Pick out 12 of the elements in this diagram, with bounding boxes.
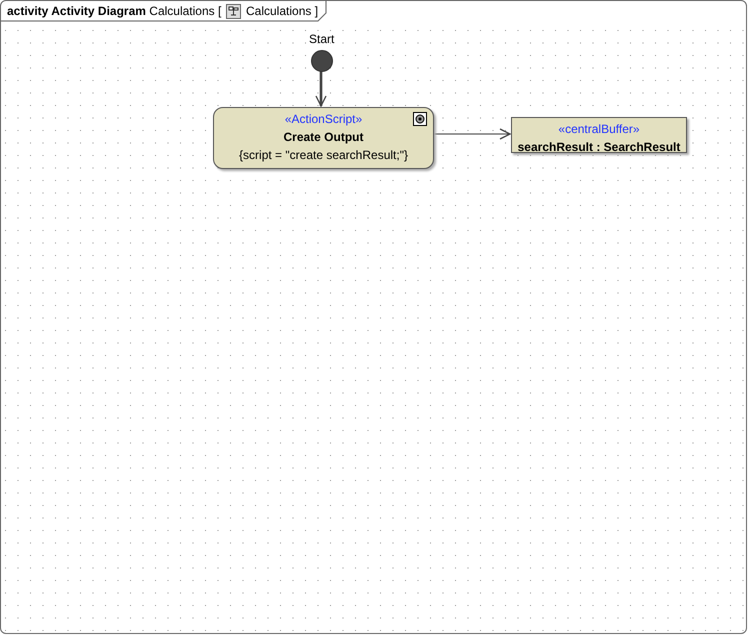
frame-heading: activity Activity Diagram Calculations [	[7, 4, 222, 18]
stereotype-label: «centralBuffer»	[558, 122, 640, 136]
control-flow-arrow	[432, 128, 511, 140]
frame-heading: Calculations ]	[246, 4, 318, 18]
central-buffer-node	[511, 117, 687, 153]
control-flow-arrow	[315, 71, 327, 107]
stereotype-label: «ActionScript»	[284, 112, 362, 126]
node-caption: Start	[309, 32, 334, 46]
node-name: Create Output	[283, 130, 364, 144]
script-label: {script = "create searchResult;"}	[239, 148, 408, 162]
node-name: searchResult : SearchResult	[518, 140, 680, 154]
action-node	[213, 107, 434, 169]
